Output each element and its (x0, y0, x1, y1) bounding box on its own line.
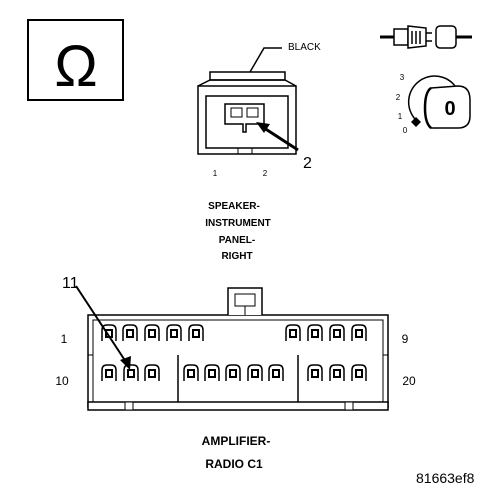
callout-arrowhead (256, 122, 270, 133)
callout-arrow (75, 285, 127, 363)
ohm-icon: Ω (54, 34, 97, 99)
ignition-step-label: 2 (396, 93, 401, 102)
pin-cavity (307, 324, 323, 341)
figure-id: 81663ef8 (416, 470, 475, 486)
pin-cavity (183, 364, 199, 381)
ignition-key-icon: 0 3 2 1 0 (396, 73, 471, 135)
pin-cavity (351, 324, 367, 341)
row-label: 1 (61, 332, 68, 346)
pin-cavity (329, 324, 345, 341)
cavity-callout: 2 (303, 155, 312, 172)
pin-cavity (101, 324, 117, 341)
pin-label: 2 (263, 169, 268, 178)
callout-arrowhead (120, 356, 131, 370)
connector-color-label: BLACK (288, 42, 321, 53)
ignition-position: 0 (444, 98, 455, 120)
pin-cavity (204, 364, 220, 381)
pin-cavity (123, 364, 139, 381)
disconnect-icon (380, 25, 472, 49)
pin-cavity (144, 324, 160, 341)
ignition-step-label: 0 (403, 126, 408, 135)
pin-cavity (329, 364, 345, 381)
row-label: 10 (55, 374, 69, 388)
connector-name-line: AMPLIFIER- (202, 434, 271, 448)
pin-cavity (307, 364, 323, 381)
speaker-connector (197, 71, 297, 155)
pin-cavity (268, 364, 284, 381)
black-label-leader (249, 47, 282, 73)
ignition-step-label: 1 (398, 112, 403, 121)
pin-cavity (122, 324, 138, 341)
connector-name-line: RADIO C1 (205, 457, 263, 471)
connector-name-line: PANEL- (219, 235, 255, 246)
connector-name-line: INSTRUMENT (205, 218, 271, 229)
connector-name-line: RIGHT (221, 251, 252, 262)
pin-cavity (247, 364, 263, 381)
row-label: 20 (402, 374, 416, 388)
pin-cavity (188, 324, 204, 341)
ignition-marker (411, 117, 421, 127)
pin-cavity (144, 364, 160, 381)
pin-cavity (166, 324, 182, 341)
pin-cavity (285, 324, 301, 341)
amplifier-pins (101, 324, 367, 381)
pin-cavity (351, 364, 367, 381)
pin-cavity (101, 364, 117, 381)
row-label: 9 (402, 332, 409, 346)
callout-arrow (260, 124, 299, 152)
pin-cavity (225, 364, 241, 381)
ohmmeter-symbol: Ω (27, 19, 124, 101)
pin-label: 1 (213, 169, 218, 178)
ignition-step-label: 3 (400, 73, 405, 82)
amplifier-connector (87, 287, 389, 411)
connector-name-line: SPEAKER- (208, 201, 260, 212)
cavity-callout: 11 (62, 275, 79, 292)
